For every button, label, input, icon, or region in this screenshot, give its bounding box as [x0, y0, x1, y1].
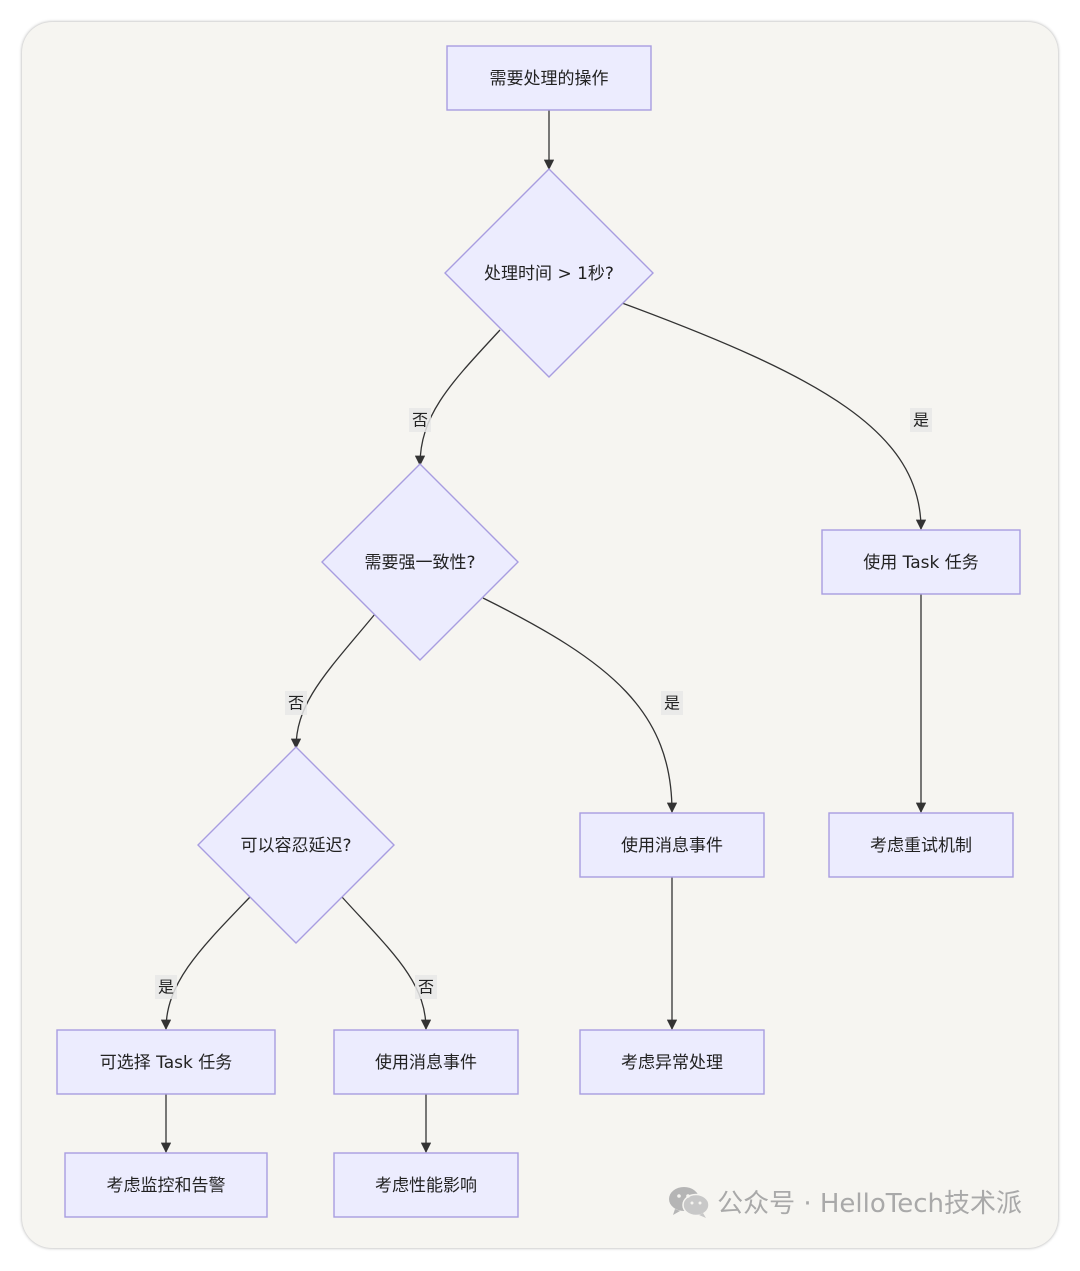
node-box [579, 812, 765, 878]
node-monitor: 考虑监控和告警 [64, 1152, 268, 1218]
node-label: 使用消息事件 [375, 1052, 477, 1073]
node-box [333, 1152, 519, 1218]
edge-label-d_delay-to-opt_task: 是 [155, 975, 177, 999]
node-label: 考虑异常处理 [621, 1053, 723, 1073]
node-label: 需要处理的操作 [490, 69, 609, 89]
edge-label-bg [155, 975, 177, 999]
node-box [579, 1029, 765, 1095]
node-box [64, 1152, 268, 1218]
edge-label-text: 是 [664, 694, 680, 713]
edge-d_time-to-task [621, 302, 927, 531]
node-task: 使用 Task 任务 [821, 529, 1021, 595]
node-label: 考虑监控和告警 [107, 1176, 226, 1196]
node-label: 可选择 Task 任务 [100, 1053, 233, 1073]
decision-diamond [444, 168, 654, 378]
node-label: 考虑重试机制 [870, 836, 972, 856]
wechat-icon [669, 1186, 710, 1218]
node-exception: 考虑异常处理 [579, 1029, 765, 1095]
edge-label-text: 否 [418, 978, 434, 997]
node-d_delay: 可以容忍延迟? [197, 746, 395, 944]
edge-labels-layer: 否是否是是否 [155, 408, 932, 999]
edge-label-text: 是 [913, 411, 929, 430]
node-label: 处理时间 > 1秒? [484, 264, 614, 284]
decision-diamond [197, 746, 395, 944]
node-d_time: 处理时间 > 1秒? [444, 168, 654, 378]
node-box [821, 529, 1021, 595]
watermark-text: 公众号 · HelloTech技术派 [717, 1189, 1022, 1219]
edge-label-bg [415, 975, 437, 999]
edges-layer [160, 110, 927, 1154]
edge-label-bg [910, 408, 932, 432]
node-opt_task: 可选择 Task 任务 [56, 1029, 276, 1095]
diagram-canvas: 需要处理的操作处理时间 > 1秒? 需要强一致性? 使用 Task 任务可以容忍延迟… [22, 22, 1058, 1248]
decision-diamond [321, 463, 519, 661]
node-box [828, 812, 1014, 878]
node-label: 需要强一致性? [364, 553, 475, 573]
node-box [56, 1029, 276, 1095]
node-label: 考虑性能影响 [375, 1176, 477, 1196]
edge-label-bg [285, 691, 307, 715]
node-start: 需要处理的操作 [446, 45, 652, 111]
edge-label-text: 是 [158, 978, 174, 997]
edge-label-d_consist-to-d_delay: 否 [285, 691, 307, 715]
edge-label-bg [409, 408, 431, 432]
edge-label-d_consist-to-msg1: 是 [661, 691, 683, 715]
node-box [446, 45, 652, 111]
node-msg2: 使用消息事件 [333, 1029, 519, 1095]
edge-d_time-to-d_consist [414, 329, 501, 467]
edge-d_consist-to-msg1 [482, 597, 678, 814]
edge-label-bg [661, 691, 683, 715]
node-label: 使用 Task 任务 [863, 552, 979, 573]
node-d_consist: 需要强一致性? [321, 463, 519, 661]
edge-label-d_time-to-task: 是 [910, 408, 932, 432]
node-perf: 考虑性能影响 [333, 1152, 519, 1218]
edge-d_consist-to-d_delay [290, 613, 376, 750]
edge-label-text: 否 [288, 694, 304, 713]
edge-d_delay-to-msg2 [341, 896, 432, 1031]
watermark: 公众号 · HelloTech技术派 [667, 1183, 1022, 1220]
node-msg1: 使用消息事件 [579, 812, 765, 878]
node-label: 可以容忍延迟? [240, 836, 351, 856]
edge-d_delay-to-opt_task [160, 896, 251, 1031]
edge-label-text: 否 [412, 411, 428, 430]
edge-label-d_time-to-d_consist: 否 [409, 408, 431, 432]
edge-label-d_delay-to-msg2: 否 [415, 975, 437, 999]
node-retry: 考虑重试机制 [828, 812, 1014, 878]
node-box [333, 1029, 519, 1095]
node-label: 使用消息事件 [621, 835, 723, 856]
